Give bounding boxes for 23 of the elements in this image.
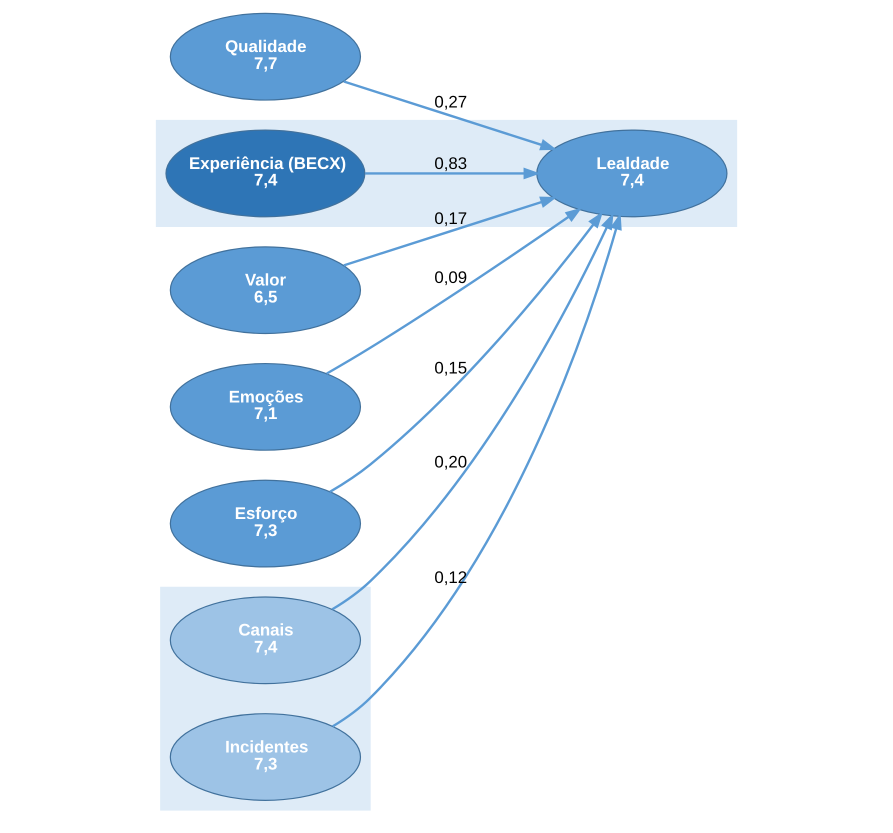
node-ellipse: Canais 7,4 [170, 596, 362, 684]
arrow [332, 212, 622, 728]
arrow [343, 80, 558, 150]
node-ellipse: Experiência (BECX) 7,4 [165, 130, 366, 218]
arrow [326, 208, 582, 375]
node-ellipse: Lealdade 7,4 [536, 130, 728, 218]
edge-label: 0,27 [434, 92, 468, 112]
cluster [160, 586, 371, 811]
node-ellipse: Qualidade 7,7 [170, 12, 362, 101]
node-ellipse: Valor 6,5 [170, 246, 362, 334]
edge-label: 0,15 [434, 358, 468, 378]
cluster [156, 120, 738, 227]
node-ellipse: Emoções 7,1 [170, 362, 362, 451]
edge-label: 0,20 [434, 452, 468, 472]
arrow [329, 212, 604, 493]
node-ellipse: Incidentes 7,3 [170, 713, 362, 801]
edge-label: 0,09 [434, 268, 468, 288]
edge-label: 0,17 [434, 209, 468, 228]
arrow [343, 196, 558, 267]
arrow [365, 168, 540, 180]
node-ellipse: Esforço 7,3 [170, 480, 362, 568]
edge-label: 0,83 [434, 154, 468, 173]
arrow [332, 212, 614, 610]
